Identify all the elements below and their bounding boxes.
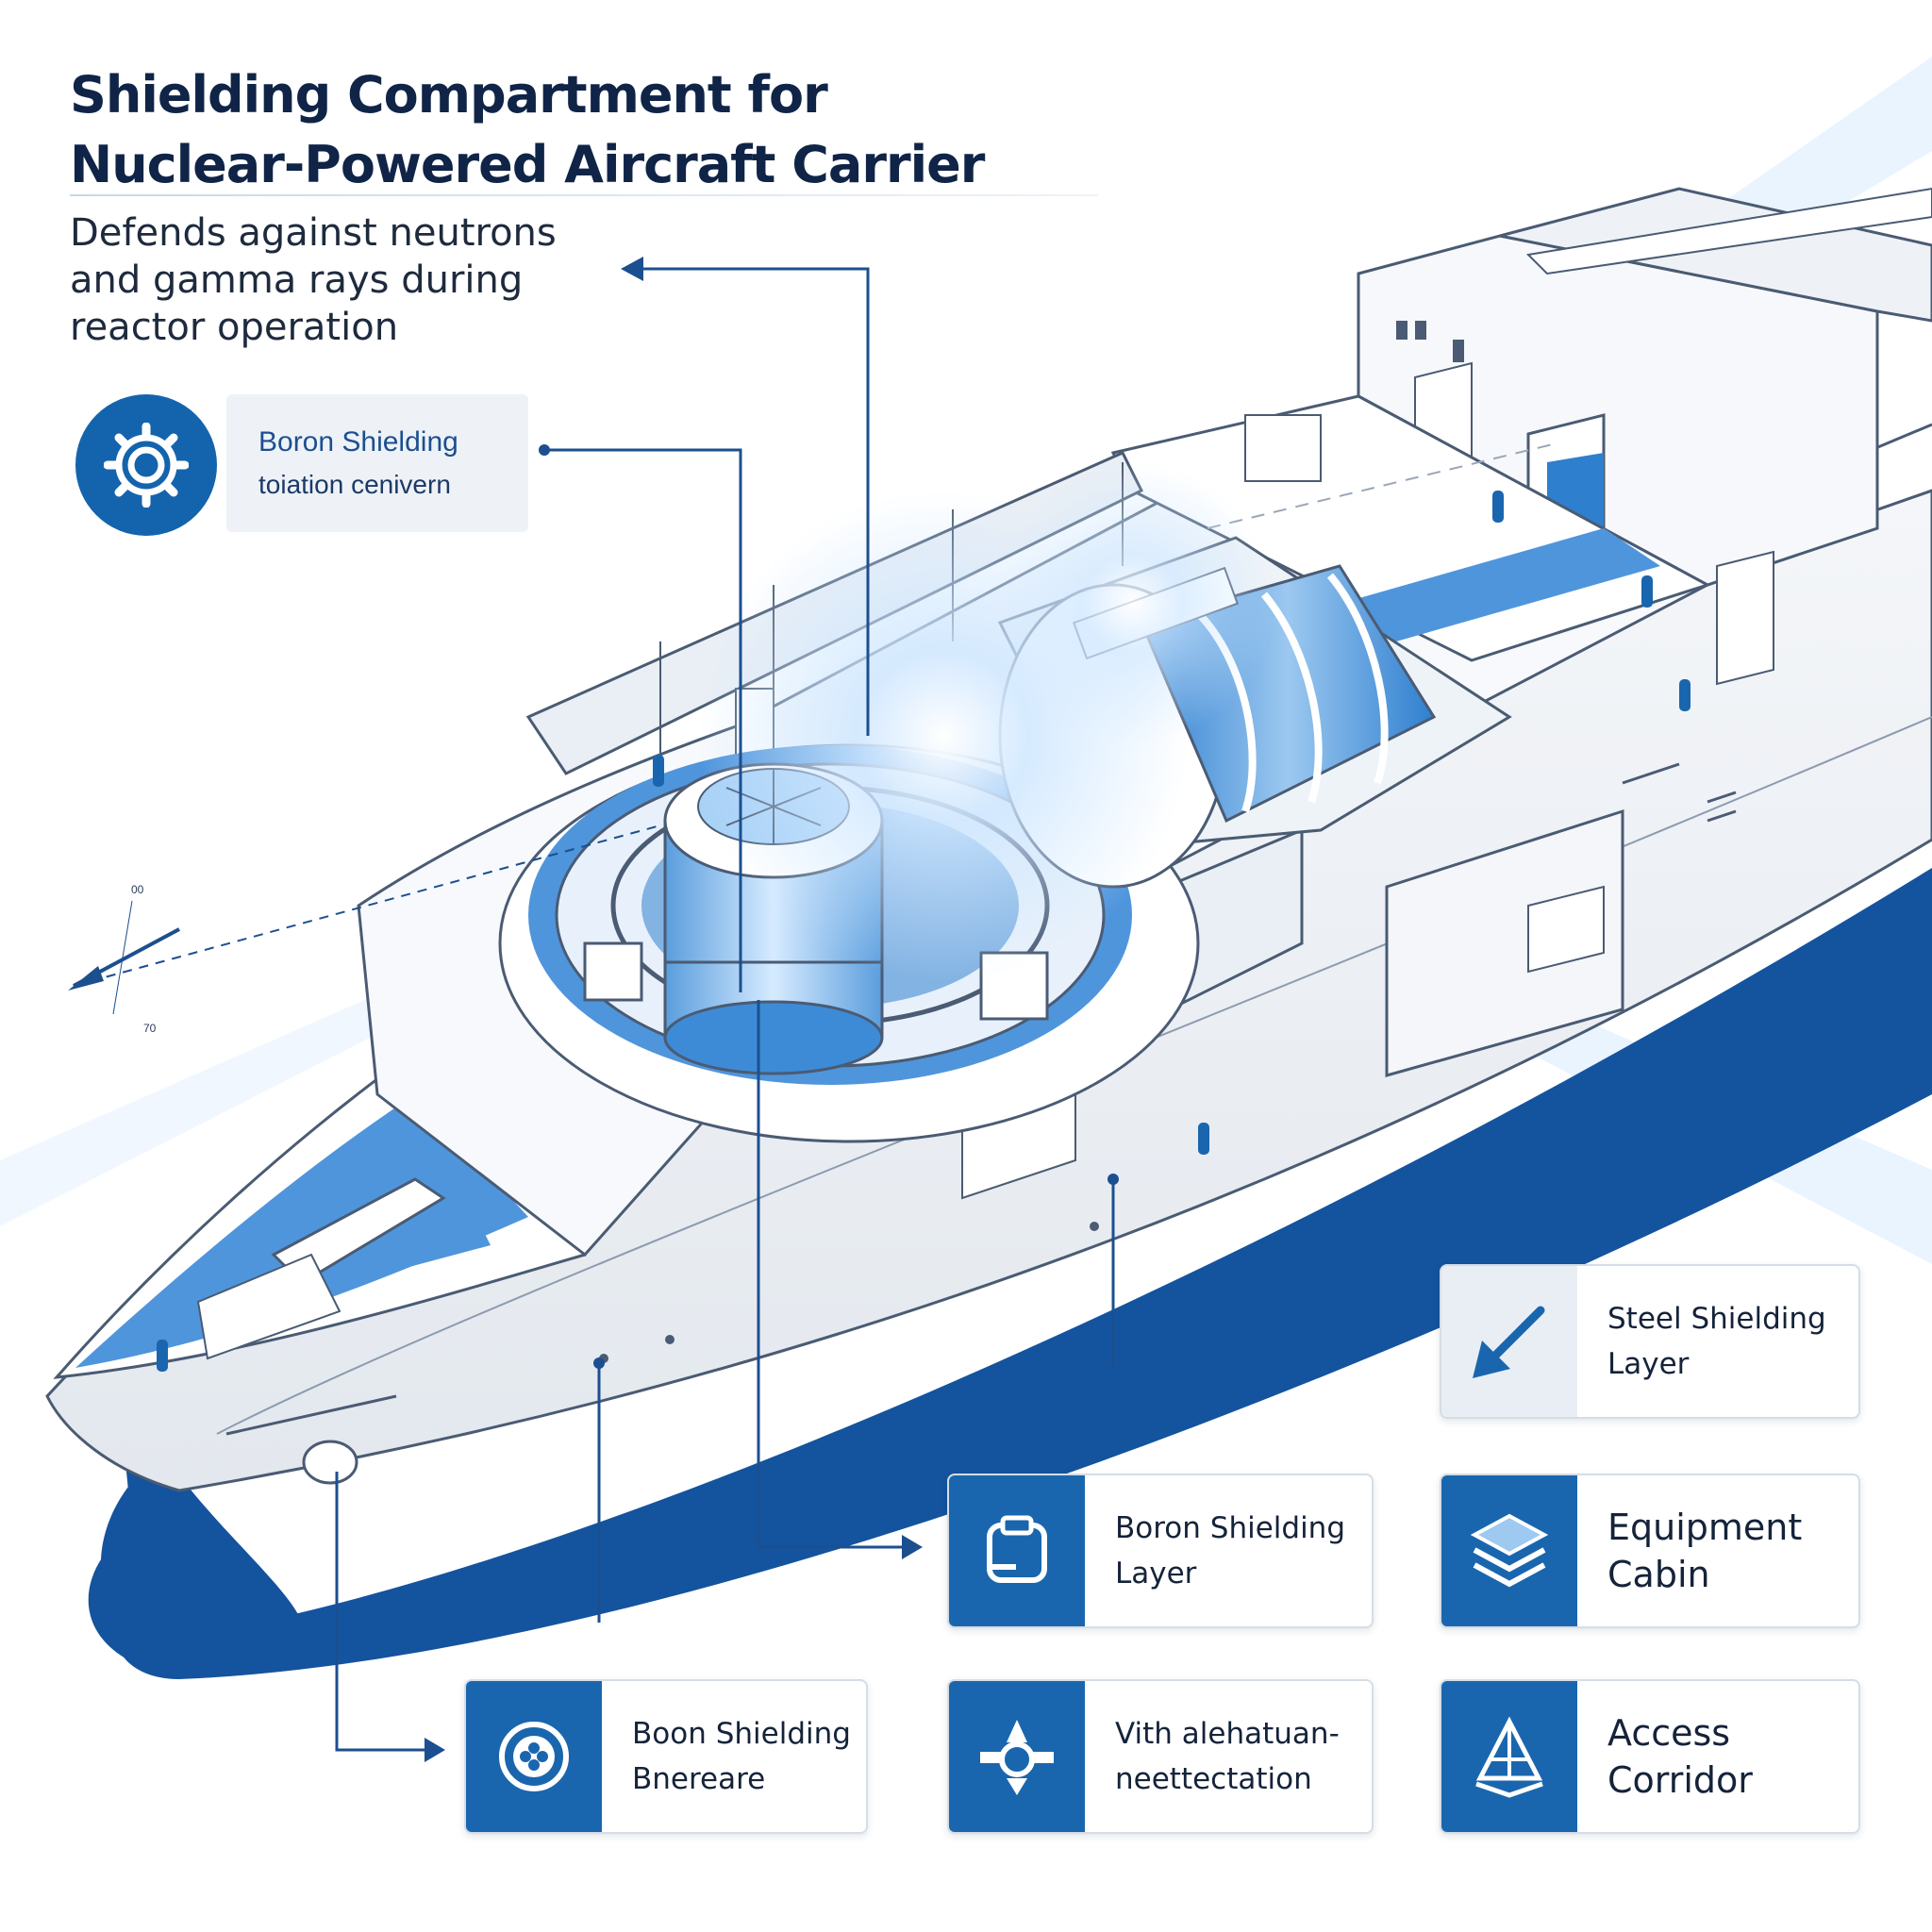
card-icon-box	[1441, 1681, 1577, 1832]
card-access-corridor[interactable]: Access Corridor	[1440, 1679, 1860, 1834]
leader-arrowheads	[425, 257, 1119, 1762]
reactor-node-icon	[980, 1720, 1054, 1795]
container-icon	[987, 1515, 1047, 1583]
card-label: Equipment Cabin	[1607, 1507, 1803, 1595]
gear-icon	[104, 423, 189, 508]
card-vith-alehatuan[interactable]: Vith alehatuan- neettectation	[947, 1679, 1374, 1834]
flower-badge-icon	[499, 1722, 569, 1791]
callout-badge	[75, 394, 217, 536]
card-boon-shielding-bnereare[interactable]: Boon Shielding Bnereare	[464, 1679, 868, 1834]
card-icon-box	[1441, 1475, 1577, 1626]
card-equipment-cabin[interactable]: Equipment Cabin	[1440, 1474, 1860, 1628]
card-icon-box	[949, 1681, 1085, 1832]
page-title: Shielding Compartment for Nuclear-Powere…	[70, 65, 985, 194]
card-steel-shielding-layer[interactable]: Steel Shielding Layer	[1440, 1264, 1860, 1419]
card-icon-box	[949, 1475, 1085, 1626]
island-superstructure	[1357, 187, 1932, 686]
direction-marker-bottom: 70	[143, 1022, 157, 1035]
card-boron-shielding-layer[interactable]: Boron Shielding Layer	[947, 1474, 1374, 1628]
page-subtitle: Defends against neutrons and gamma rays …	[70, 211, 557, 349]
card-icon-box	[466, 1681, 602, 1832]
callout-label-box: Boron Shielding toiation cenivern	[226, 394, 528, 532]
layers-icon	[1470, 1513, 1549, 1588]
callout-line-2: toiation cenivern	[258, 470, 451, 499]
arrow-down-left-icon	[1473, 1306, 1545, 1378]
leader-lines	[335, 267, 1115, 1752]
card-icon-box	[1441, 1266, 1577, 1417]
card-label: Boon Shielding Bnereare	[632, 1717, 851, 1796]
callout-line-1: Boron Shielding	[258, 426, 458, 458]
crew-figures	[157, 491, 1690, 1372]
title-divider	[70, 194, 1098, 196]
card-label: Steel Shielding Layer	[1607, 1302, 1826, 1381]
card-label: Access Corridor	[1607, 1712, 1753, 1801]
direction-marker: 00 70	[68, 824, 661, 1035]
card-label: Boron Shielding Layer	[1115, 1511, 1346, 1591]
triangle-tower-icon	[1475, 1716, 1543, 1798]
card-label: Vith alehatuan- neettectation	[1115, 1717, 1340, 1796]
direction-marker-top: 00	[131, 883, 144, 896]
